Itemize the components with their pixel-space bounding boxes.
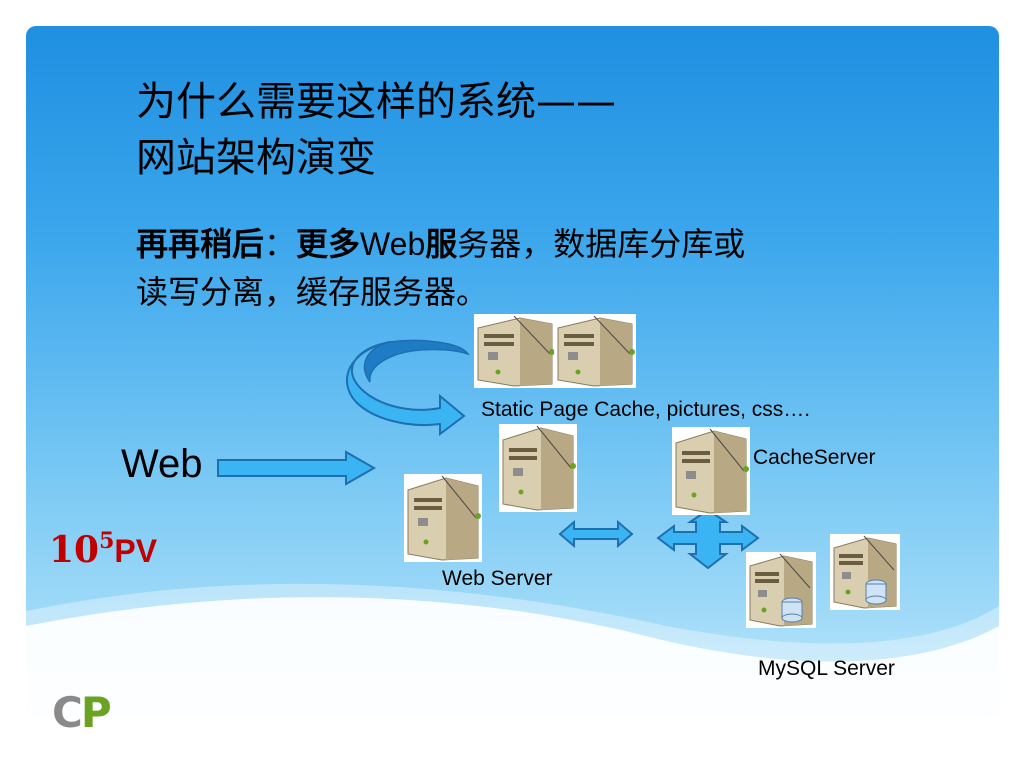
- subtitle-web: Web: [360, 226, 426, 262]
- pv-suffix: PV: [114, 533, 158, 569]
- subtitle-bold-1: 再再稍后: [136, 225, 265, 263]
- logo-letter-c: C: [52, 688, 83, 737]
- static-cache-server-icon-2: [554, 314, 636, 388]
- pv-exponent: 5: [99, 528, 115, 554]
- pv-base: 10: [49, 529, 100, 571]
- static-cache-label: Static Page Cache, pictures, css….: [481, 398, 811, 421]
- web-server-icon-1: [499, 424, 577, 512]
- subtitle-bold-3: 服: [425, 225, 458, 263]
- mysql-server-icon-1: [746, 552, 816, 628]
- cache-server-icon: [672, 427, 750, 515]
- slide-title: 为什么需要这样的系统—— 网站架构演变: [136, 74, 836, 186]
- mysql-server-icon-2: [830, 534, 900, 610]
- slide-subtitle: 再再稍后：更多Web服务器，数据库分库或 读写分离，缓存服务器。: [136, 220, 896, 316]
- title-line-1: 为什么需要这样的系统——: [136, 79, 616, 125]
- page-views-label: 105PV: [49, 528, 157, 571]
- title-line-2: 网站架构演变: [136, 135, 376, 181]
- web-label: Web: [121, 442, 203, 486]
- subtitle-rest-1: 务器，数据库分库或: [457, 225, 746, 263]
- web-server-icon-2: [404, 474, 482, 562]
- subtitle-colon: ：: [264, 225, 297, 263]
- logo-letter-p: P: [80, 688, 112, 737]
- web-server-label: Web Server: [442, 567, 553, 590]
- subtitle-rest-2: 读写分离，缓存服务器。: [136, 273, 489, 311]
- web-arrow-icon: [217, 450, 377, 486]
- cache-server-label: CacheServer: [753, 446, 876, 469]
- cp-logo: CP: [52, 688, 112, 737]
- four-way-arrow-icon: [656, 508, 760, 570]
- static-cache-server-icon-1: [474, 314, 556, 388]
- decorative-wave: [26, 583, 999, 716]
- subtitle-bold-2: 更多: [296, 225, 361, 263]
- curved-arrow-icon: [346, 339, 470, 436]
- mysql-server-label: MySQL Server: [758, 657, 895, 680]
- slide-background: [26, 26, 999, 716]
- double-arrow-icon: [558, 519, 634, 549]
